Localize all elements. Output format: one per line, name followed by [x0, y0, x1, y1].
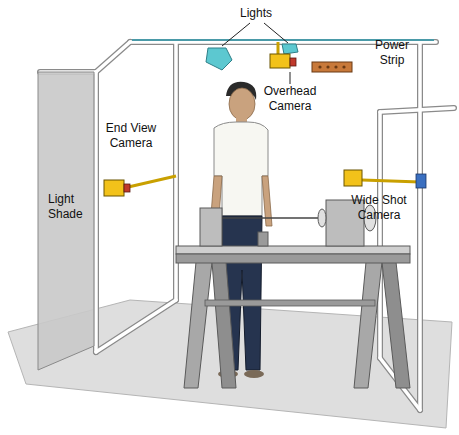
side-rail [96, 42, 130, 72]
camera-clamp [416, 174, 426, 188]
lathe-stretcher [205, 300, 375, 306]
lathe-bed-top [176, 246, 410, 254]
tool-rest [258, 232, 268, 246]
lathe-leg [354, 262, 382, 388]
side-rail [96, 42, 130, 72]
camera-lens [124, 184, 130, 192]
part-label: Lights [226, 6, 286, 21]
lathe-bed [176, 254, 410, 263]
shade-outline [36, 70, 96, 374]
shade-panel: Light Shade [36, 70, 96, 374]
floor-rail [96, 300, 176, 352]
outlet [334, 65, 337, 68]
power-outlets [318, 65, 345, 68]
camera-arm [362, 180, 420, 182]
side-rail [380, 108, 454, 112]
spindle-rod [222, 217, 326, 219]
light-fixture [282, 44, 298, 54]
overhead-camera [270, 54, 290, 68]
part-label: End View Camera [98, 121, 164, 151]
faceplate [318, 209, 326, 227]
outlet [326, 65, 329, 68]
camera-arm [124, 176, 176, 188]
shade-shape [38, 72, 94, 370]
frame-post [94, 72, 98, 352]
head [229, 88, 255, 120]
part-label: Wide Shot Camera [342, 193, 416, 223]
leader-line [290, 72, 291, 84]
frame-outline [40, 42, 454, 410]
leader-line [264, 23, 288, 43]
frame-post [417, 42, 423, 410]
sandal [244, 370, 264, 378]
lathe-leg [382, 262, 410, 388]
outlet [318, 65, 321, 68]
camera-lens [290, 58, 296, 66]
light-fixture [206, 48, 232, 70]
frame-post [418, 42, 422, 410]
node-label: Light Shade [48, 192, 88, 222]
frame-post [377, 112, 383, 358]
power-strip [312, 62, 352, 72]
part-label: Power Strip [370, 38, 414, 68]
lathe-leg [184, 262, 212, 388]
part-label: Overhead Camera [258, 84, 322, 114]
floor-rail [96, 300, 176, 352]
frame-post [378, 112, 382, 358]
wide-shot-camera [344, 170, 362, 186]
lathe-leg [212, 262, 236, 388]
frame-fill [40, 42, 454, 410]
shirt [214, 122, 268, 216]
leader-line [222, 23, 250, 46]
tailstock [200, 208, 222, 246]
end-view-camera [104, 180, 124, 196]
side-rail [380, 108, 454, 112]
outlet [342, 65, 345, 68]
